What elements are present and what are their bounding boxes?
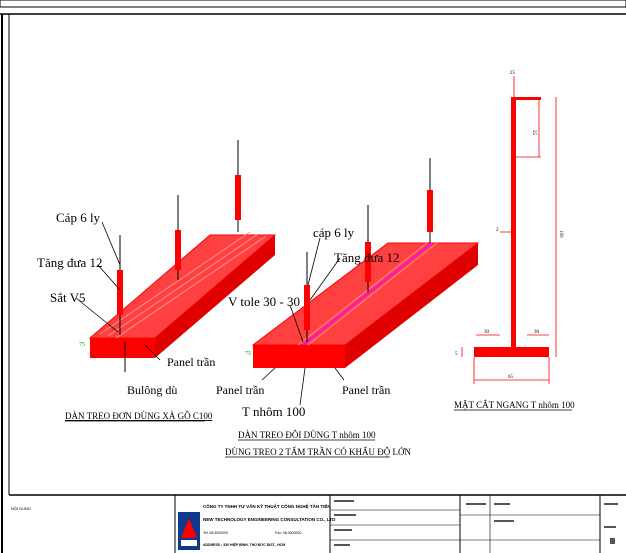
turnbuckle — [365, 242, 371, 282]
leader-line — [309, 257, 341, 301]
t-bottom-flange — [474, 347, 549, 357]
middle-panel-side-face — [345, 243, 478, 368]
right-caption: MẶT CẮT NGANG T nhôm 100 — [454, 400, 575, 410]
tb-field-mark — [494, 520, 514, 522]
joint-line — [297, 242, 428, 346]
leader-line — [261, 367, 276, 381]
label-angle-steel: Sắt V5 — [50, 290, 86, 305]
turnbuckle — [235, 175, 241, 220]
leader-line — [307, 237, 321, 286]
t-web — [511, 97, 516, 347]
turnbuckle — [304, 285, 310, 330]
label-turnbuckle: Tăng đưa 12 — [37, 255, 103, 270]
dimension-mark: 75 — [245, 351, 251, 357]
turnbuckle — [117, 270, 123, 315]
purlin-line — [99, 231, 251, 335]
purlin-line — [107, 233, 259, 337]
leader-line — [101, 221, 121, 266]
leader-line — [289, 304, 304, 343]
purlin-line — [115, 235, 267, 339]
dimension-mark: 5 — [455, 352, 458, 357]
label-panel-left: Panel trần — [216, 383, 264, 397]
title-block: NỘI DUNG CÔNG TY TNHH TƯ VẤN KỸ THUẬT CÔ… — [11, 495, 618, 553]
leader-line — [75, 297, 119, 333]
tb-company-fax: Fax: 08.3000000 — [275, 531, 301, 535]
label-turnbuckle-middle: Tăng đưa 12 — [334, 250, 400, 265]
dimension-mark: 100 — [558, 230, 563, 238]
t-top-flange — [511, 97, 541, 100]
turnbuckle — [175, 230, 181, 270]
company-logo-base — [181, 540, 197, 546]
tb-field-mark — [610, 538, 615, 544]
company-logo-mark — [181, 518, 197, 538]
label-cable-middle: cáp 6 ly — [313, 225, 355, 240]
tb-company-en: NEW TECHNOLOGY ENGINEERING CONSULTATION … — [203, 517, 336, 522]
middle-panel-front-face — [253, 345, 345, 368]
label-t-profile: T nhôm 100 — [242, 404, 305, 419]
dimension-mark: 30 — [484, 330, 490, 335]
tb-field-mark — [494, 503, 510, 505]
tb-field-mark — [604, 503, 618, 505]
middle-caption-line2: DÙNG TREO 2 TẤM TRẦN CÓ KHẨU ĐỘ LỚN — [225, 447, 412, 457]
dimension-mark: 25 — [531, 130, 536, 136]
leader-line — [299, 367, 306, 406]
top-toolbar-strip — [0, 0, 626, 8]
tb-field-mark — [334, 514, 356, 516]
left-panel-side-face — [155, 235, 275, 358]
t-profile-cross-section: 25 25 100 2 30 30 65 5 MẶT CẮT NGANG T n… — [454, 71, 575, 411]
double-hanger-diagram: 75 cáp 6 ly Tăng đưa 12 V tole 30 - 30 P… — [216, 158, 480, 458]
tb-field-mark — [334, 544, 350, 546]
tb-field-mark — [334, 500, 354, 502]
middle-caption-line1: DÀN TREO ĐÔI DÙNG T nhôm 100 — [238, 430, 376, 440]
joint-line — [307, 242, 438, 346]
left-panel-front-face — [90, 338, 155, 358]
label-v-sheet: V tole 30 - 30 — [228, 294, 300, 309]
label-cable: Cáp 6 ly — [56, 210, 101, 225]
dimension-mark: 75 — [79, 342, 85, 348]
tb-company-address: ADDRESS : 330 HIỆP BÌNH, THỦ ĐỨC DIST., … — [203, 542, 285, 547]
tb-field-mark — [604, 526, 616, 528]
single-hanger-diagram: 75 Cáp 6 ly Tăng đưa 12 Sắt V5 Panel trầ… — [37, 140, 277, 422]
dimension-mark: 25 — [510, 71, 516, 76]
label-bolt: Bulông dù — [127, 383, 177, 397]
tb-company-vn: CÔNG TY TNHH TƯ VẤN KỸ THUẬT CÔNG NGHỆ T… — [203, 502, 331, 509]
tb-field-mark — [466, 503, 486, 505]
label-panel: Panel trần — [167, 355, 215, 369]
dimension-mark: 65 — [508, 375, 514, 380]
tb-field-mark — [334, 529, 352, 531]
tb-left-label: NỘI DUNG — [11, 506, 31, 511]
dimension-mark: 2 — [496, 228, 499, 233]
label-panel-right: Panel trần — [342, 383, 390, 397]
leader-line — [97, 264, 121, 291]
tb-company-tel: Tel: 08.3000000 — [203, 531, 228, 535]
leader-line — [144, 344, 161, 361]
left-caption: DÀN TREO ĐƠN DÙNG XÀ GỒ C100 — [65, 411, 213, 421]
t-profile-line — [302, 242, 433, 346]
leader-line — [334, 367, 345, 381]
dimension-mark: 30 — [534, 330, 540, 335]
turnbuckle — [427, 190, 433, 232]
